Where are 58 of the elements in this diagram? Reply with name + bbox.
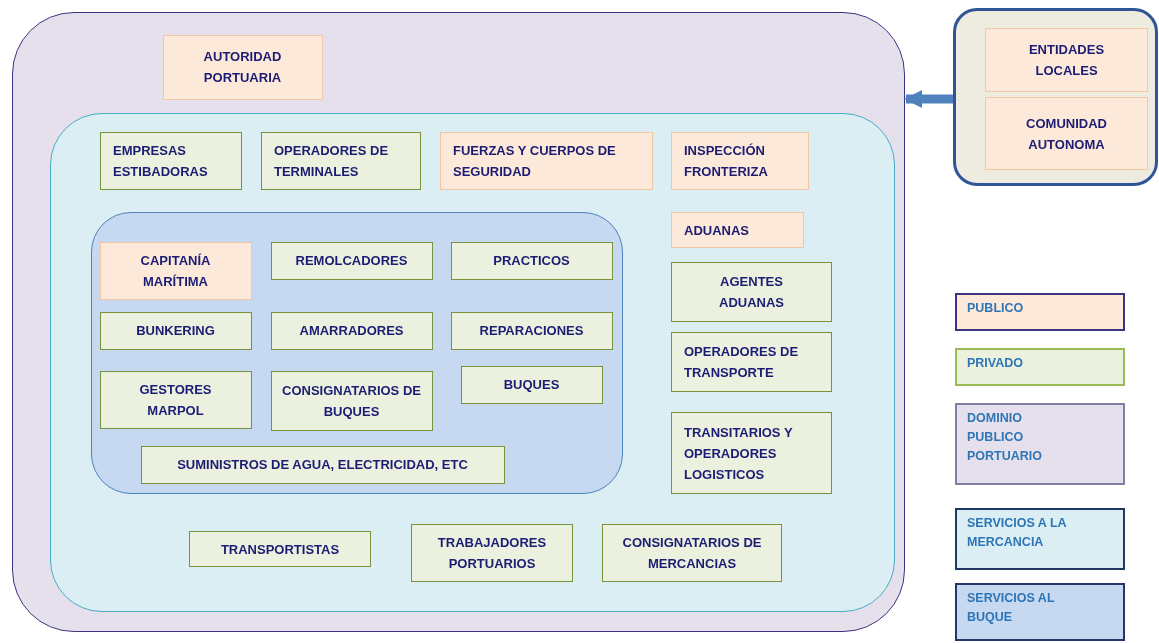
legend-label: PUBLICO — [967, 300, 1025, 317]
entity-label: CONSIGNATARIOS DE MERCANCIAS — [621, 534, 763, 573]
entity-label: REMOLCADORES — [295, 252, 408, 270]
entity-box — [270, 311, 433, 350]
legend-label: PRIVADO — [967, 355, 1025, 372]
entity-label: AUTORIDAD PORTUARIA — [202, 48, 283, 87]
entity-label: CONSIGNATARIOS DE BUQUES — [281, 381, 422, 421]
entity-box — [985, 97, 1148, 170]
entity-label: TRANSITARIOS Y OPERADORES LOGISTICOS — [684, 423, 794, 484]
entity-label: OPERADORES DE TRANSPORTE — [684, 343, 800, 382]
entity-label: REPARACIONES — [479, 322, 584, 340]
entity-box — [270, 241, 433, 280]
entity-label: EMPRESAS ESTIBADORAS — [113, 142, 209, 181]
entity-box — [450, 311, 613, 350]
entity-box — [99, 370, 252, 429]
entity-label: OPERADORES DE TERMINALES — [274, 142, 390, 181]
entity-box — [671, 212, 804, 248]
region-box — [12, 12, 905, 632]
entity-label: BUQUES — [503, 376, 560, 394]
entity-box — [189, 531, 371, 567]
entity-label: SUMINISTROS DE AGUA, ELECTRICIDAD, ETC — [177, 456, 468, 474]
entity-label: FUERZAS Y CUERPOS DE SEGURIDAD — [453, 142, 617, 181]
entity-box — [440, 132, 653, 190]
entity-label: GESTORES MARPOL — [138, 380, 213, 420]
entity-box — [985, 28, 1148, 92]
entity-label: PRACTICOS — [493, 252, 570, 270]
entity-box — [671, 262, 832, 322]
legend-label: DOMINIO PUBLICO PORTUARIO — [967, 410, 1043, 465]
entity-box — [99, 241, 252, 300]
entity-box — [99, 311, 252, 350]
entity-label: ADUANAS — [684, 221, 749, 240]
entity-label: AGENTES ADUANAS — [718, 273, 785, 312]
legend-label: SERVICIOS AL BUQUE — [967, 590, 1056, 626]
entity-label: TRANSPORTISTAS — [220, 540, 340, 559]
entity-box — [671, 332, 832, 392]
entity-box — [460, 365, 603, 404]
entity-label: TRABAJADORES PORTUARIOS — [436, 534, 548, 573]
entity-label: ENTIDADES LOCALES — [1027, 41, 1106, 80]
legend-label: SERVICIOS A LA MERCANCIA — [967, 515, 1068, 551]
entity-box — [162, 34, 323, 100]
region-box — [49, 112, 895, 612]
entity-label: COMUNIDAD AUTONOMA — [1025, 114, 1108, 154]
arrow — [904, 90, 953, 108]
group-box — [953, 8, 1158, 186]
entity-label: AMARRADORES — [299, 322, 404, 340]
entity-box — [602, 524, 782, 582]
entity-box — [671, 132, 809, 190]
region-box — [91, 212, 623, 494]
entity-label: CAPITANÍA MARÍTIMA — [139, 251, 212, 291]
entity-label: INSPECCIÓN FRONTERIZA — [684, 142, 769, 181]
entity-box — [100, 132, 242, 190]
entity-box — [140, 445, 505, 484]
entity-box — [671, 412, 832, 494]
entity-label: BUNKERING — [136, 322, 215, 340]
entity-box — [450, 241, 613, 280]
entity-box — [270, 370, 433, 431]
entity-box — [411, 524, 573, 582]
entity-box — [261, 132, 421, 190]
